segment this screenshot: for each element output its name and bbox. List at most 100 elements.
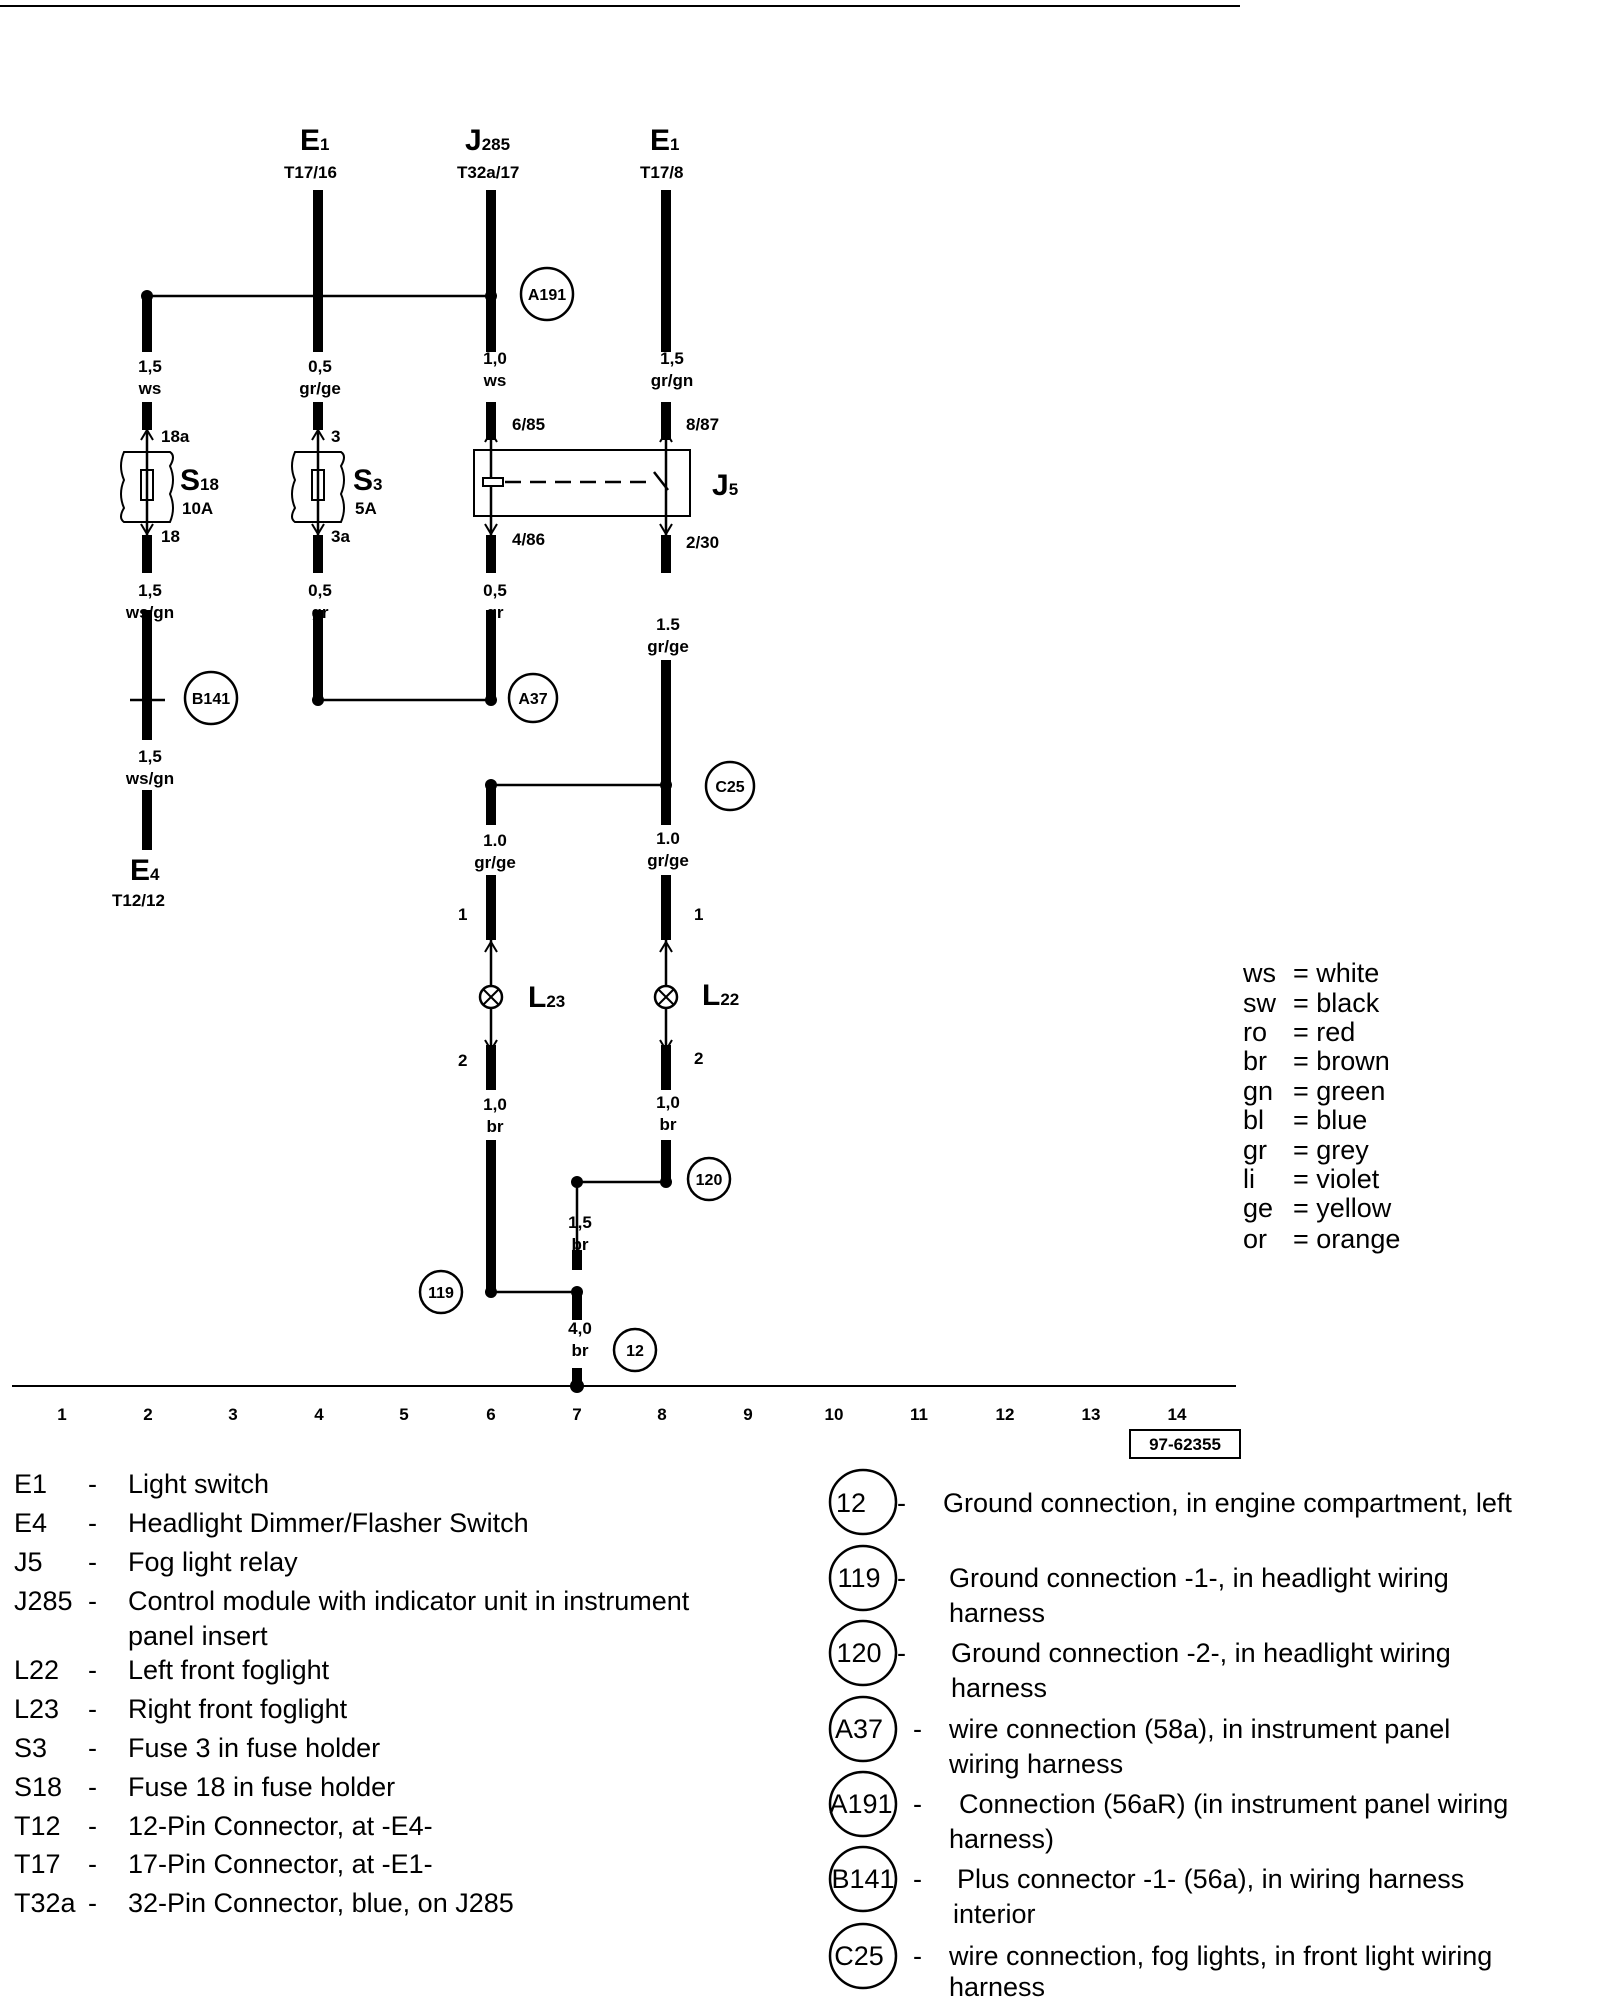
svg-text:-: - — [913, 1789, 922, 1819]
svg-text:-: - — [88, 1469, 97, 1499]
svg-text:ws/gn: ws/gn — [125, 603, 174, 622]
svg-text:-: - — [88, 1772, 97, 1802]
svg-text:br: br — [572, 1235, 589, 1254]
svg-text:gr= grey: gr= grey — [1243, 1135, 1369, 1165]
svg-text:harness: harness — [949, 1598, 1045, 1628]
svg-text:T17/8: T17/8 — [640, 163, 683, 182]
svg-text:ge= yellow: ge= yellow — [1243, 1193, 1392, 1223]
svg-text:-: - — [897, 1488, 906, 1518]
svg-text:1.0: 1.0 — [483, 831, 507, 850]
svg-text:E4: E4 — [130, 854, 160, 887]
legend-connector-120: 120 - Ground connection -2-, in headligh… — [828, 1619, 1451, 1703]
wires — [142, 190, 671, 1386]
svg-text:br: br — [572, 1341, 589, 1360]
color-code-legend: ws= white sw= black ro= red br= brown gn… — [1242, 958, 1400, 1254]
svg-text:gr: gr — [312, 603, 329, 622]
connector-120: 120 — [686, 1156, 732, 1202]
svg-text:S18: S18 — [14, 1772, 62, 1802]
svg-text:B141: B141 — [831, 1864, 894, 1894]
svg-text:14: 14 — [1168, 1405, 1187, 1424]
svg-text:-: - — [88, 1655, 97, 1685]
svg-text:C25: C25 — [834, 1941, 884, 1971]
legend-connector-b141: B141 - Plus connector -1- (56a), in wiri… — [828, 1845, 1464, 1929]
svg-text:1,5: 1,5 — [568, 1213, 592, 1232]
svg-text:Headlight Dimmer/Flasher Switc: Headlight Dimmer/Flasher Switch — [128, 1508, 529, 1538]
svg-text:1: 1 — [694, 905, 703, 924]
svg-text:J285: J285 — [465, 124, 510, 157]
legend-connector-c25: C25 - wire connection, fog lights, in fr… — [828, 1922, 1492, 2000]
svg-text:119: 119 — [428, 1285, 454, 1302]
svg-text:-: - — [88, 1733, 97, 1763]
top-ref-e1-left: E1 T17/16 — [284, 124, 337, 182]
svg-text:T12/12: T12/12 — [112, 891, 165, 910]
column-numbers: 1 2 3 4 5 6 7 8 9 10 11 12 13 14 — [57, 1405, 1187, 1424]
svg-text:T17/16: T17/16 — [284, 163, 337, 182]
fuse-s3: S3 5A 3 3a — [291, 427, 382, 546]
svg-text:0,5: 0,5 — [308, 357, 332, 376]
svg-text:L22: L22 — [14, 1655, 59, 1685]
svg-text:C25: C25 — [715, 779, 744, 796]
svg-text:gr: gr — [487, 603, 504, 622]
svg-text:E1: E1 — [300, 124, 329, 157]
svg-text:-: - — [88, 1508, 97, 1538]
legend-connector-a191: A191 - Connection (56aR) (in instrument … — [828, 1770, 1508, 1854]
svg-text:or= orange: or= orange — [1243, 1224, 1400, 1254]
connector-12: 12 — [612, 1327, 658, 1373]
svg-text:3a: 3a — [331, 527, 350, 546]
svg-text:br= brown: br= brown — [1243, 1046, 1390, 1076]
svg-text:ro= red: ro= red — [1243, 1017, 1355, 1047]
top-ref-e1-right: E1 T17/8 — [640, 124, 683, 182]
svg-text:1,0: 1,0 — [656, 1093, 680, 1112]
svg-text:gr/ge: gr/ge — [647, 851, 689, 870]
svg-text:-: - — [88, 1694, 97, 1724]
svg-text:119: 119 — [837, 1563, 880, 1593]
svg-text:97-62355: 97-62355 — [1149, 1435, 1221, 1454]
svg-text:panel insert: panel insert — [128, 1621, 268, 1651]
svg-text:-: - — [913, 1864, 922, 1894]
svg-text:Right front foglight: Right front foglight — [128, 1694, 348, 1724]
svg-text:T32a: T32a — [14, 1888, 77, 1918]
svg-text:4/86: 4/86 — [512, 530, 545, 549]
svg-text:2/30: 2/30 — [686, 533, 719, 552]
svg-text:9: 9 — [743, 1405, 752, 1424]
svg-text:E1: E1 — [14, 1469, 47, 1499]
svg-text:18a: 18a — [161, 427, 190, 446]
svg-text:1,5: 1,5 — [138, 581, 162, 600]
connection-legend: 12 - Ground connection, in engine compar… — [828, 1468, 1512, 2000]
svg-text:wire connection, fog lights, i: wire connection, fog lights, in front li… — [948, 1941, 1492, 1971]
svg-text:Light switch: Light switch — [128, 1469, 269, 1499]
svg-text:gn= green: gn= green — [1243, 1076, 1385, 1106]
svg-text:A191: A191 — [829, 1789, 892, 1819]
svg-text:10: 10 — [825, 1405, 844, 1424]
fuse-s18: S18 10A 18a 18 — [120, 427, 219, 546]
svg-text:1,5: 1,5 — [138, 357, 162, 376]
legend-connector-a37: A37 - wire connection (58a), in instrume… — [828, 1695, 1450, 1779]
svg-text:S3: S3 — [353, 464, 382, 497]
svg-text:120: 120 — [836, 1638, 881, 1668]
svg-text:3: 3 — [331, 427, 340, 446]
svg-text:A37: A37 — [835, 1714, 883, 1744]
svg-text:wire connection (58a), in inst: wire connection (58a), in instrument pan… — [948, 1714, 1450, 1744]
svg-text:17-Pin Connector, at -E1-: 17-Pin Connector, at -E1- — [128, 1849, 433, 1879]
svg-text:7: 7 — [572, 1405, 581, 1424]
svg-text:-: - — [88, 1811, 97, 1841]
svg-text:10A: 10A — [182, 499, 213, 518]
svg-text:1: 1 — [458, 905, 467, 924]
svg-text:-: - — [913, 1941, 922, 1971]
svg-text:Ground connection, in engine c: Ground connection, in engine compartment… — [943, 1488, 1512, 1518]
svg-text:J5: J5 — [14, 1547, 43, 1577]
svg-text:li= violet: li= violet — [1243, 1164, 1380, 1194]
svg-text:1,5: 1,5 — [660, 349, 684, 368]
svg-text:8/87: 8/87 — [686, 415, 719, 434]
lamp-l22: L22 1 2 — [653, 905, 739, 1068]
svg-text:0,5: 0,5 — [308, 581, 332, 600]
lamp-l23: L23 1 2 — [458, 905, 565, 1070]
svg-text:5: 5 — [399, 1405, 408, 1424]
svg-text:2: 2 — [458, 1051, 467, 1070]
svg-text:12-Pin Connector, at -E4-: 12-Pin Connector, at -E4- — [128, 1811, 433, 1841]
svg-text:11: 11 — [910, 1405, 928, 1424]
svg-text:Ground connection -1-, in head: Ground connection -1-, in headlight wiri… — [949, 1563, 1449, 1593]
svg-text:Control module with indicator: Control module with indicator unit in in… — [128, 1586, 690, 1616]
svg-text:interior: interior — [953, 1899, 1036, 1929]
svg-text:E4: E4 — [14, 1508, 47, 1538]
